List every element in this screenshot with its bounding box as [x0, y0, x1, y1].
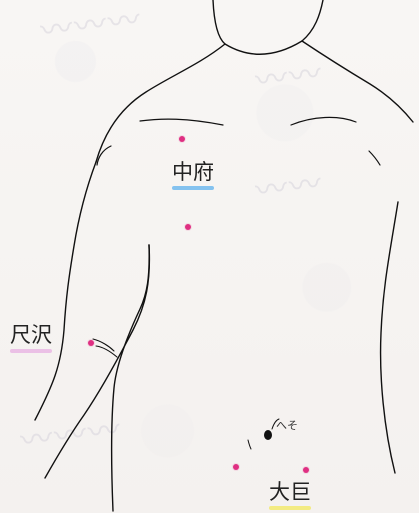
neck-left-line	[213, 0, 225, 44]
left-shoulder-line	[96, 44, 225, 162]
right-chest-hook	[369, 151, 380, 165]
chufu-label: 中府	[172, 162, 214, 183]
neck-right-line	[302, 0, 323, 41]
left-clavicle-line	[140, 119, 223, 125]
left-arm-outer-line	[35, 162, 96, 420]
shakutaku-label: 尺沢	[10, 325, 52, 346]
shakutaku-point	[88, 340, 94, 346]
right-clavicle-line	[291, 117, 356, 125]
lower-belly-point-left	[233, 464, 239, 470]
navel-mark	[264, 430, 272, 440]
daiko-point	[303, 467, 309, 473]
right-shoulder-line	[302, 41, 413, 122]
left-chest-hook	[97, 146, 111, 165]
elbow-crease-line-2	[93, 339, 114, 351]
neck-base-line	[225, 41, 302, 54]
left-lower-belly-tick	[248, 440, 251, 449]
daiko-label: 大巨	[269, 482, 311, 503]
left-arm-inner-line	[45, 245, 149, 478]
right-torso-line	[381, 202, 398, 473]
chest-point	[185, 224, 191, 230]
chufu-point	[179, 136, 185, 142]
navel-label: へそ	[276, 417, 298, 433]
left-torso-line	[112, 245, 150, 511]
